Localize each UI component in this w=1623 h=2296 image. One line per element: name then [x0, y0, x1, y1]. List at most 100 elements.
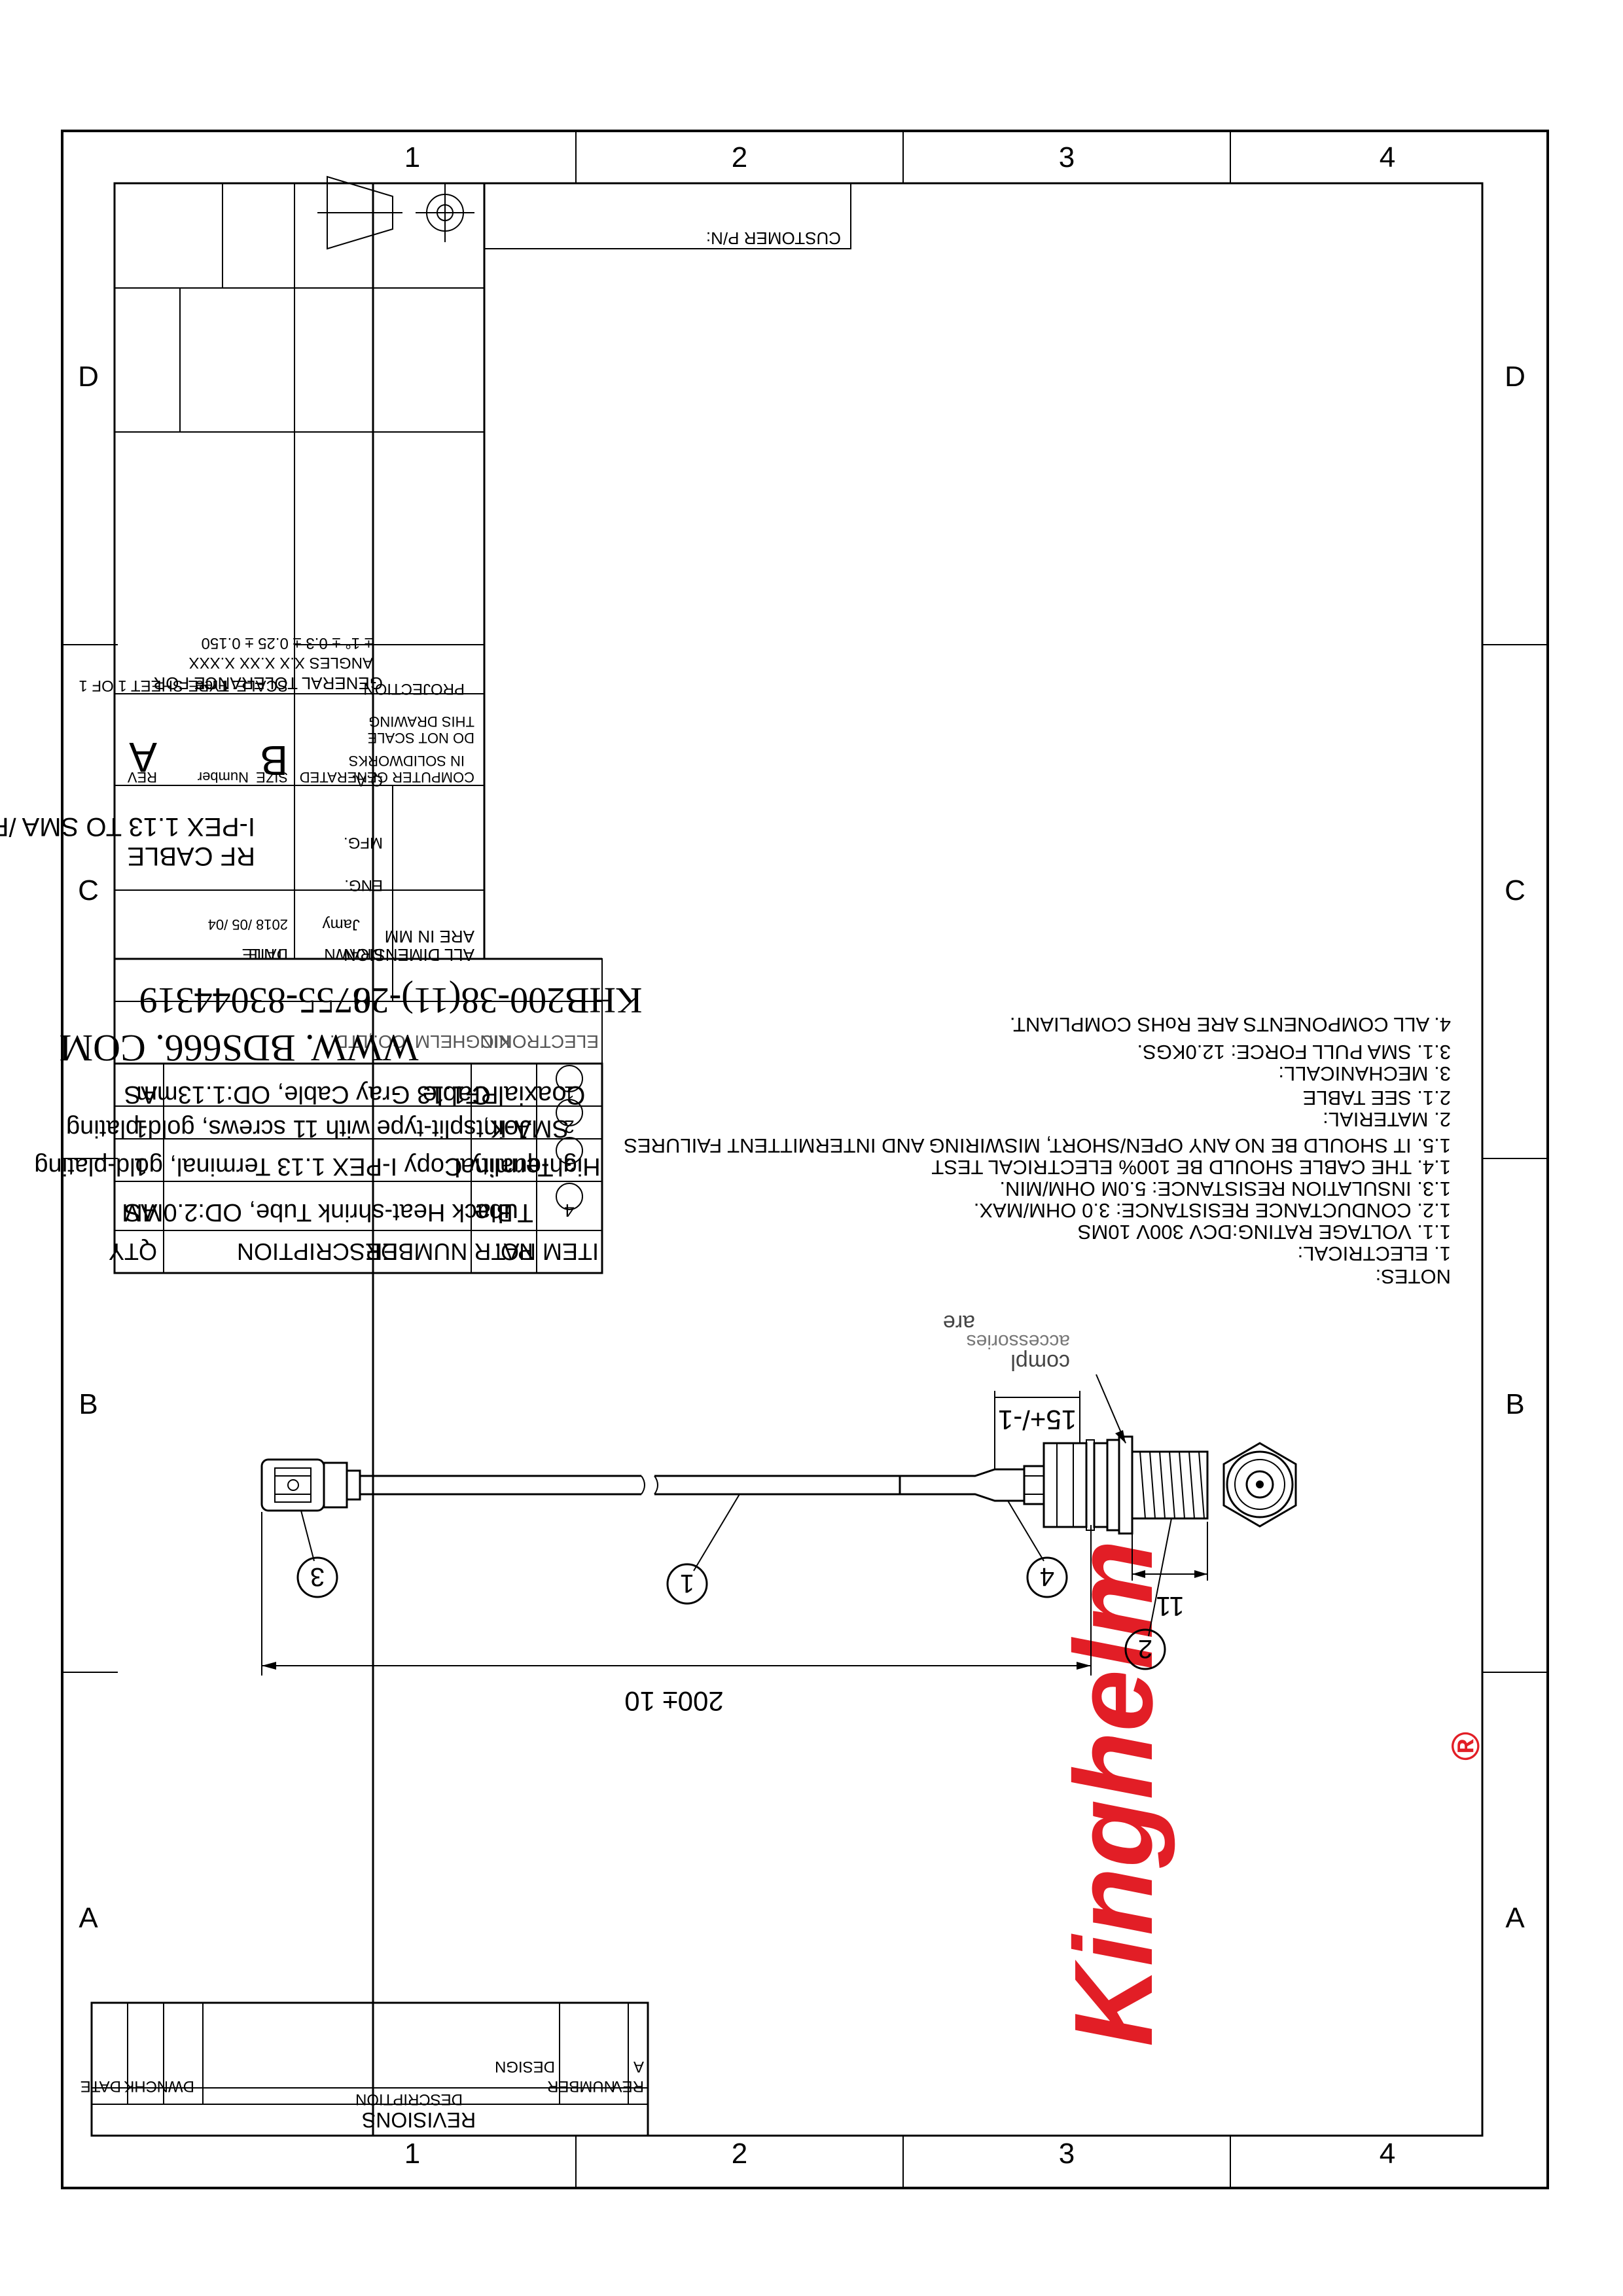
note-line: NOTES: — [1376, 1265, 1451, 1288]
zone-row-label: A — [1505, 1902, 1525, 1934]
note-line: 1.4. THE CABLE SHOULD BE 100% ELECTRICAL… — [931, 1156, 1451, 1179]
bom-item-balloon — [556, 1137, 583, 1164]
callout-text: are — [943, 1310, 975, 1335]
dimension-tube: 15+/-1 — [994, 1391, 1080, 1469]
eng-label: ENG. — [344, 876, 383, 894]
number-header: NUMBER — [547, 2077, 615, 2095]
sma-front-view — [1222, 1442, 1297, 1528]
part-number: KHB200-38(11)-28 — [353, 980, 643, 1020]
zone-row-label: B — [1505, 1388, 1524, 1420]
inner-border — [372, 182, 1484, 2137]
revisions-table: REVISIONS REV NUMBER DESIGN DESCRIPTION … — [80, 2001, 649, 2137]
notes: NOTES: 1. ELECTRICAL: 1.1. VOLTAGE RATIN… — [624, 1013, 1451, 1288]
computer-generated: COMPUTER GENERATED — [300, 769, 474, 785]
dim-tube-text: 15+/-1 — [998, 1405, 1077, 1435]
note-line: 3.1. SMA PULL FORCE: 12.0KGS. — [1137, 1041, 1451, 1064]
logo-text: Kinghelm — [1052, 1540, 1176, 2047]
company-phone: 0755-83044319 — [139, 980, 372, 1020]
balloon-label: 2 — [1138, 1634, 1152, 1663]
bom-cell-qty: AS — [124, 1198, 158, 1226]
bom-cell-desc: SMA-K, split-type with 11 screws, gold-p… — [66, 1115, 569, 1142]
number-label: Number — [198, 769, 249, 785]
bom-cell-desc: Black Heat-shrink Tube, OD:2.0MM — [122, 1198, 513, 1226]
projection-symbol — [317, 175, 474, 250]
dim-length-text: 200± 10 — [624, 1686, 724, 1717]
company-website: WWW. BDS666. COM — [60, 1027, 419, 1069]
this-drawing: THIS DRAWING — [368, 713, 474, 730]
note-line: 1.3. INSULATION RESISTANCE: 5.0M OHM/MIN… — [999, 1177, 1451, 1200]
title-label: TITLE — [242, 945, 285, 963]
kinghelm-logo: Kinghelm ® — [1052, 1540, 1488, 2047]
note-line: 2. MATERIAL: — [1323, 1108, 1451, 1131]
bom-cell-part: Terminal — [454, 1153, 553, 1181]
balloon-label: 3 — [310, 1562, 325, 1591]
company-suffix: CO.,LTD. — [330, 1031, 406, 1052]
note-line: 1.1. VOLTAGE RATING:DCV 300V 10MS — [1078, 1221, 1451, 1244]
zone-col-label: 2 — [732, 2138, 747, 2170]
customer-pn: CUSTOMER P/N: — [484, 183, 851, 249]
bom-item-balloon — [556, 1183, 583, 1210]
tolerance-values: ± 1° ± 0.3 ± 0.25 ± 0.150 — [202, 634, 373, 652]
bom-cell-qty: 1 — [134, 1153, 147, 1180]
company-block: ELECTRONIC KINGHELM CO.,LTD. WWW. BDS666… — [60, 958, 643, 1069]
bom-header: ITEM NO. — [494, 1238, 599, 1265]
bom-cell-part: Coaxial Cable — [422, 1081, 585, 1109]
drawn-by: Jamy — [323, 916, 360, 933]
title-block: ALL DIMENSION ARE IN MM COMPUTER GENERAT… — [0, 175, 486, 965]
bom-cell-item: 1 — [564, 1083, 575, 1103]
date-value: 2018 /05 /04 — [208, 916, 288, 933]
sheet-number: SHEET 1 OF 1 — [79, 677, 183, 694]
in-solidworks: IN SOLIDWORKS — [349, 753, 465, 769]
bom-cell-part: Joint — [476, 1115, 532, 1143]
zone-dividers — [62, 131, 1548, 2188]
bom-item-balloon — [556, 1099, 583, 1126]
bom-cell-qty: AS — [124, 1081, 158, 1108]
callout-text: compl — [1010, 1350, 1070, 1374]
size-label: SIZE — [256, 769, 288, 785]
bom-header: DESCRIPTION — [237, 1238, 398, 1265]
design-header: DESIGN — [495, 2058, 555, 2075]
zone-col-label: 4 — [1380, 141, 1395, 173]
do-not-scale: DO NOT SCALE — [368, 730, 474, 746]
rev-header: REV — [612, 2077, 644, 2095]
all-dimension: ALL DIMENSION — [344, 945, 474, 965]
dim-thread-text: 11 — [1156, 1591, 1185, 1622]
note-line: 1.5. IT SHOULD BE NO ANY OPEN/SHORT, MIS… — [624, 1134, 1451, 1157]
size-value: B — [260, 737, 288, 784]
rev-label: REV — [127, 769, 157, 785]
date-header: DATE — [80, 2077, 121, 2095]
bom-cell-qty: 1 — [134, 1115, 147, 1142]
zone-col-label: 3 — [1059, 2138, 1075, 2170]
bom-header: QTY — [109, 1238, 157, 1265]
balloon-label: 1 — [680, 1569, 694, 1598]
bom-cell-desc: High-quality Copy I-PEX 1.13 Terminal, g… — [34, 1153, 600, 1180]
mfg-label: MFG. — [344, 834, 383, 852]
balloon-label: 4 — [1040, 1562, 1054, 1591]
dimension-length: 200± 10 — [261, 1512, 1092, 1717]
zone-row-label: B — [79, 1388, 98, 1420]
rev-value: A — [633, 2058, 644, 2075]
type: TYPE — [188, 677, 229, 694]
sma-side-view — [260, 1435, 1209, 1535]
zone-col-label: 2 — [732, 141, 747, 173]
chk-header: CHK — [124, 2077, 157, 2095]
note-line: 1.2. CONDUCTANCE RESISTANCE: 3.0 OHM/MAX… — [974, 1199, 1451, 1222]
zone-col-label: 3 — [1059, 141, 1075, 173]
in-mm: ARE IN MM — [385, 927, 474, 946]
drawn-label: DRAWN — [324, 945, 383, 963]
bom-item-balloon — [556, 1065, 583, 1092]
drawing-title: RF CABLE — [127, 842, 255, 870]
dimension-thread: 11 — [1132, 1522, 1208, 1622]
zone-row-label: C — [1505, 874, 1525, 906]
tolerance-title: GENERAL TOLERANCE FOR — [153, 673, 383, 693]
callout: compl accessories are — [943, 1310, 1126, 1444]
note-line: 2.1. SEE TABLE — [1303, 1086, 1451, 1109]
logo-registered: ® — [1444, 1732, 1488, 1761]
rev-value: A — [129, 734, 157, 781]
callout-text: accessories — [967, 1331, 1070, 1352]
zone-labels: D C B A D C B A 4 3 2 1 4 3 2 1 — [78, 141, 1525, 2170]
qa-label: Q.A. — [351, 772, 383, 789]
